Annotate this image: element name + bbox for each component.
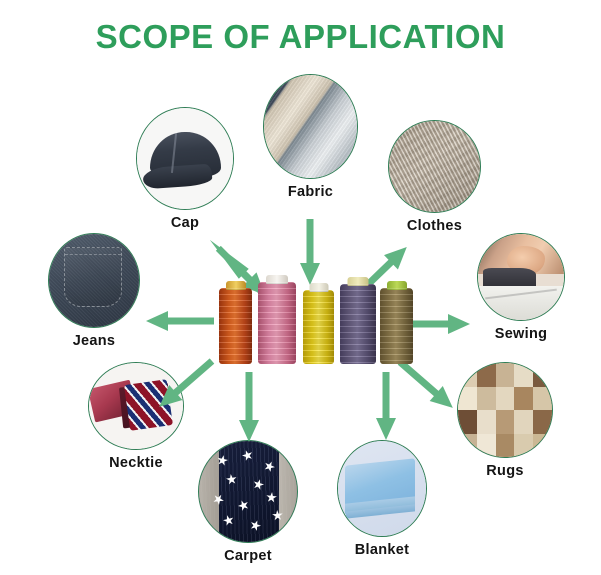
rugs-image-circle	[457, 362, 553, 458]
node-cap: Cap	[136, 107, 234, 231]
node-label-jeans: Jeans	[72, 333, 116, 349]
node-sewing: Sewing	[477, 233, 565, 342]
cap-photo	[137, 108, 233, 209]
cap-image-circle	[136, 107, 234, 210]
node-clothes: Clothes	[388, 120, 481, 234]
fabric-photo	[264, 75, 357, 178]
node-label-fabric: Fabric	[287, 184, 334, 200]
spool-olive	[380, 281, 413, 364]
carpet-image-circle	[198, 440, 298, 543]
node-label-rugs: Rugs	[486, 463, 524, 479]
node-blanket: Blanket	[337, 440, 427, 558]
arrow-to-necktie	[153, 353, 219, 414]
node-label-necktie: Necktie	[109, 455, 163, 471]
node-fabric: Fabric	[263, 74, 358, 200]
spool-cap-purple	[347, 277, 369, 286]
node-necktie: Necktie	[88, 362, 184, 471]
node-label-blanket: Blanket	[354, 542, 410, 558]
spool-pink	[258, 275, 296, 364]
arrow-to-blanket	[376, 372, 396, 440]
spool-orange	[219, 281, 252, 364]
spool-cap-orange	[225, 281, 246, 290]
clothes-photo	[389, 121, 480, 212]
necktie-photo	[89, 363, 183, 449]
node-label-sewing: Sewing	[494, 326, 548, 342]
page-title: SCOPE OF APPLICATION	[95, 18, 506, 55]
arrow-to-carpet	[239, 372, 259, 442]
necktie-image-circle	[88, 362, 184, 450]
arrow-to-jeans	[146, 311, 214, 331]
spool-cap-yellow	[309, 283, 328, 292]
spool-yellow	[303, 283, 334, 364]
node-jeans: Jeans	[48, 233, 140, 349]
node-label-carpet: Carpet	[224, 548, 272, 564]
rugs-photo	[458, 363, 552, 457]
node-label-clothes: Clothes	[406, 218, 463, 234]
sewing-photo	[478, 234, 564, 320]
fabric-image-circle	[263, 74, 358, 179]
clothes-image-circle	[388, 120, 481, 213]
node-label-cap: Cap	[170, 215, 200, 231]
arrow-to-fabric	[300, 217, 320, 285]
arrow-to-rugs	[393, 354, 459, 415]
arrow-to-sewing	[404, 314, 470, 334]
blanket-photo	[338, 441, 426, 536]
jeans-image-circle	[48, 233, 140, 328]
sewing-image-circle	[477, 233, 565, 321]
spool-purple	[340, 277, 376, 364]
node-rugs: Rugs	[457, 362, 553, 479]
jeans-photo	[49, 234, 139, 327]
carpet-photo	[199, 441, 297, 542]
thread-spools-cluster	[219, 275, 413, 364]
node-carpet: Carpet	[198, 440, 298, 564]
spool-cap-pink	[266, 275, 288, 284]
spool-cap-olive	[386, 281, 407, 290]
blanket-image-circle	[337, 440, 427, 537]
